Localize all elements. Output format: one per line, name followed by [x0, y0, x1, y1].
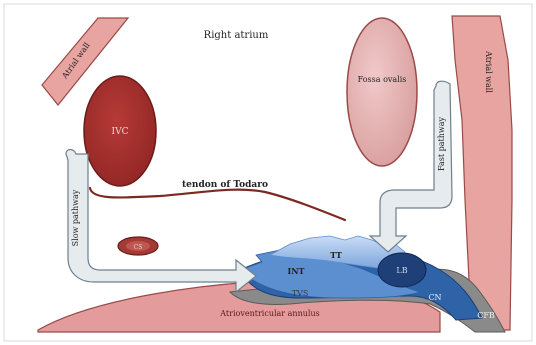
fast-pathway-label: Fast pathway — [437, 117, 446, 172]
atrial-wall-right-label: Atrial wall — [484, 50, 493, 93]
tvs-label: TVS — [292, 289, 309, 298]
ivc-label: IVC — [112, 127, 129, 137]
right-atrium-label: Right atrium — [204, 30, 269, 41]
tendon-of-todaro-label: tendon of Todaro — [182, 180, 268, 190]
cfb-label: CFB — [477, 311, 495, 320]
slow-pathway-label: Slow pathway — [71, 189, 80, 246]
cs-label: CS — [134, 244, 143, 251]
atrioventricular-annulus-label: Atrioventricular annulus — [219, 309, 319, 318]
tt-label: TT — [330, 250, 342, 260]
lb-label: LB — [396, 266, 407, 275]
fossa-ovalis-label: Fossa ovalis — [358, 75, 407, 84]
fossa-ovalis-oval — [347, 18, 417, 166]
cn-label: CN — [428, 293, 441, 302]
int-label: INT — [287, 266, 304, 276]
